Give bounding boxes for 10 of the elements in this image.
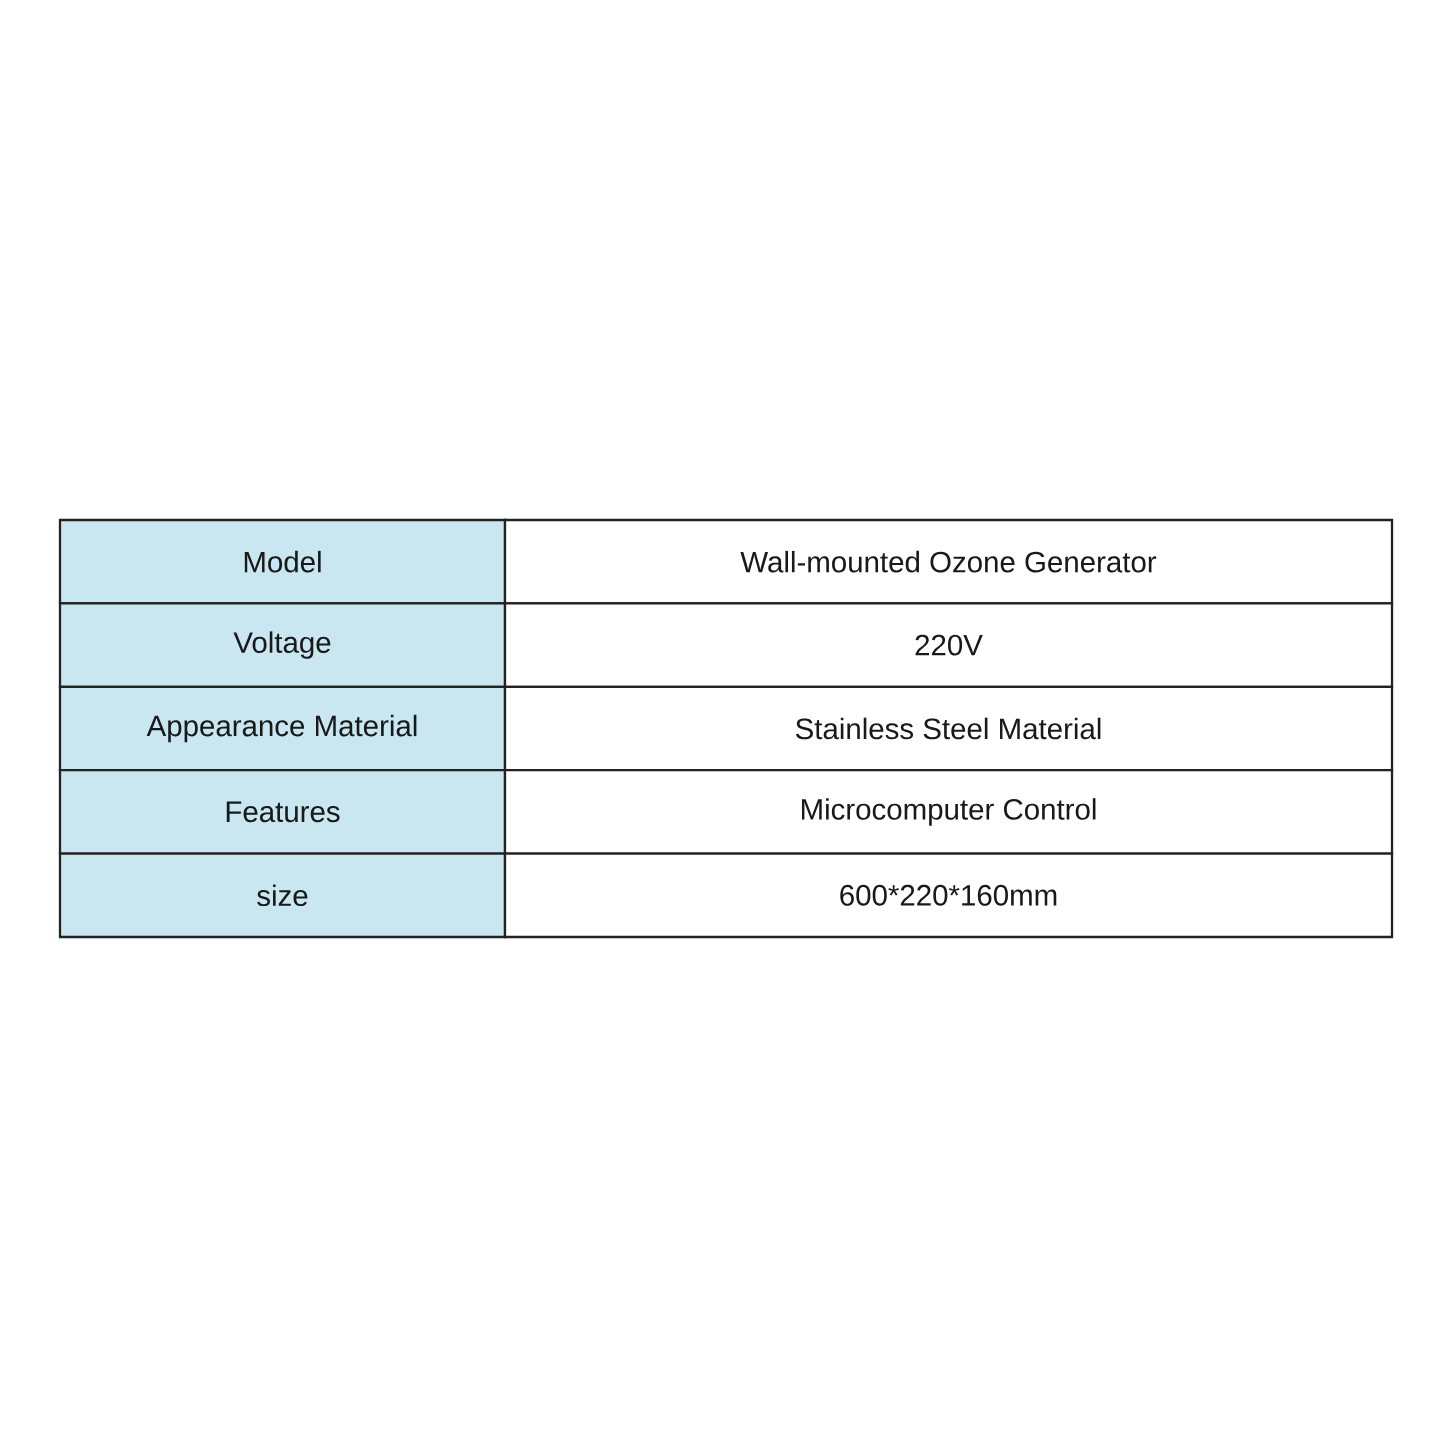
table-cell: Microcomputer Control bbox=[503, 769, 1394, 855]
table-cell: Stainless Steel Material bbox=[503, 685, 1394, 772]
table-cell: 220V bbox=[503, 602, 1394, 688]
header-cell: Model bbox=[58, 518, 507, 605]
table-cell: 600*220*160mm bbox=[503, 852, 1394, 939]
header-cell: Voltage bbox=[58, 602, 507, 688]
header-cell: size bbox=[58, 852, 507, 939]
header-cell: Appearance Material bbox=[58, 685, 507, 772]
table-cell: Wall-mounted Ozone Generator bbox=[503, 518, 1394, 605]
header-cell: Features bbox=[58, 769, 507, 855]
